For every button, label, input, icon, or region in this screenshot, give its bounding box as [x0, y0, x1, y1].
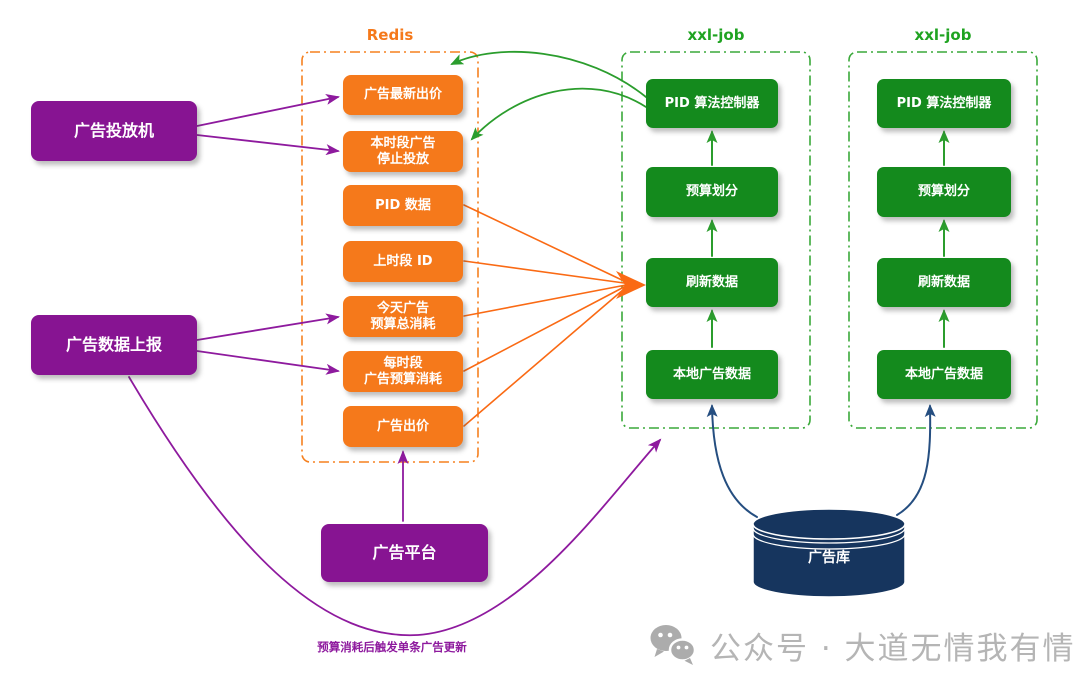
arrow-budget-trigger-curve: [128, 376, 662, 637]
node-ad-platform: 广告平台: [321, 524, 488, 582]
line-period-budget-to-refresh: [463, 286, 625, 372]
xxl2-refresh-data: 刷新数据: [877, 258, 1011, 307]
redis-item-last-period-id: 上时段 ID: [343, 241, 463, 282]
arrow-db-to-local-2: [896, 404, 936, 516]
database-label: 广告库: [808, 550, 850, 566]
database-cylinder: [752, 508, 906, 598]
line-last-period-id-to-refresh: [463, 260, 625, 284]
line-today-budget-to-refresh: [463, 284, 627, 317]
xxl1-local-ad-data: 本地广告数据: [646, 350, 778, 399]
node-ad-data-report: 广告数据上报: [31, 315, 197, 375]
redis-group-title: Redis: [366, 26, 414, 44]
xxl2-pid-controller: PID 算法控制器: [877, 79, 1011, 128]
arrow-adserver-to-latest-bid: [196, 94, 340, 127]
xxl2-local-ad-data: 本地广告数据: [877, 350, 1011, 399]
orange-fanin-arrowhead: [616, 271, 646, 299]
xxl1-budget-split: 预算划分: [646, 167, 778, 217]
xxl-job-1-title: xxl-job: [687, 26, 745, 44]
arrow-db-to-local-1: [706, 404, 758, 518]
xxl1-refresh-data: 刷新数据: [646, 258, 778, 307]
arrow-adreport-to-today-budget: [196, 313, 340, 341]
watermark-text: 公众号 · 大道无情我有情: [710, 630, 1076, 667]
arrow-pid-to-latest-bid: [450, 50, 647, 98]
budget-trigger-annotation: 预算消耗后触发单条广告更新: [317, 640, 467, 654]
xxl-job-1-container-border: [621, 51, 811, 429]
xxl-job-2-title: xxl-job: [914, 26, 972, 44]
arrow-pid-to-stop-delivery: [470, 87, 647, 141]
redis-item-period-budget: 每时段 广告预算消耗: [343, 351, 463, 392]
line-pid-data-to-refresh: [463, 204, 625, 282]
redis-item-pid-data: PID 数据: [343, 185, 463, 226]
arrow-adreport-to-period-budget: [196, 350, 340, 375]
xxl2-budget-split: 预算划分: [877, 167, 1011, 217]
node-ad-server: 广告投放机: [31, 101, 197, 161]
redis-item-today-budget: 今天广告 预算总消耗: [343, 296, 463, 337]
redis-container-border: [301, 51, 479, 463]
redis-item-ad-bid: 广告出价: [343, 406, 463, 447]
wechat-icon: [650, 625, 697, 665]
watermark: 公众号 · 大道无情我有情: [648, 622, 1076, 668]
line-ad-bid-to-refresh: [463, 288, 625, 427]
xxl-job-2-container-border: [848, 51, 1038, 429]
xxl1-pid-controller: PID 算法控制器: [646, 79, 778, 128]
arrow-adserver-to-stop-delivery: [196, 134, 340, 156]
redis-item-latest-bid: 广告最新出价: [343, 75, 463, 115]
redis-item-stop-delivery: 本时段广告 停止投放: [343, 131, 463, 172]
